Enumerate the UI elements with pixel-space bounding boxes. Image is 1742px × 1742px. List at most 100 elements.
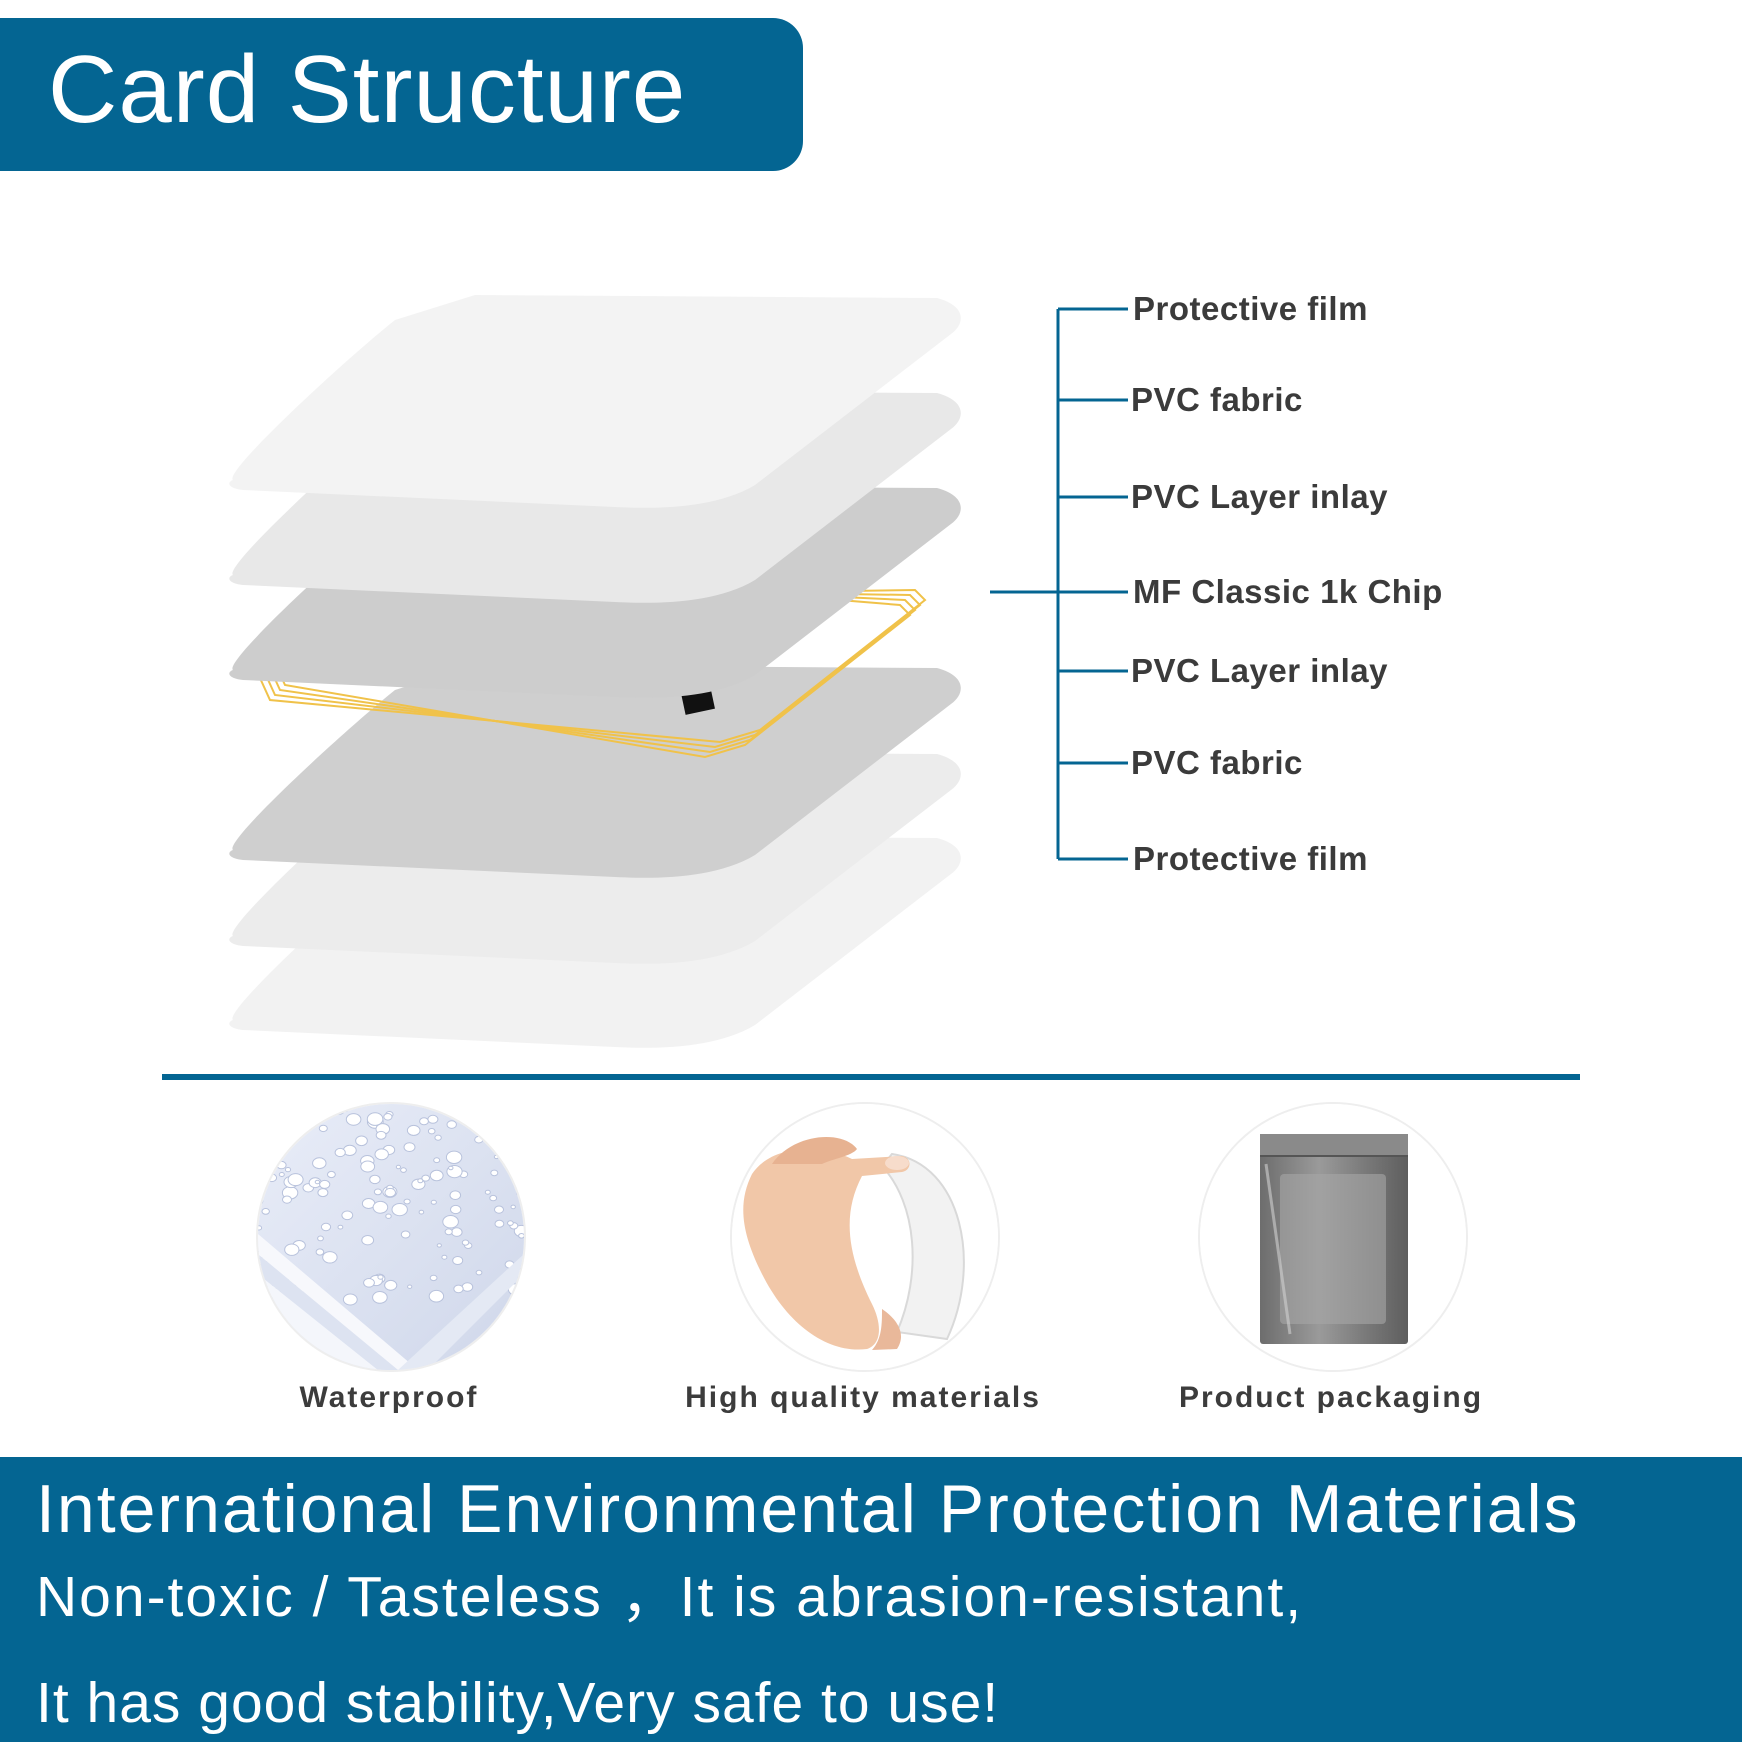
water-droplet (400, 1167, 407, 1173)
water-droplet (450, 1204, 462, 1215)
water-droplet (337, 1224, 344, 1230)
foil-bag-image (1198, 1102, 1468, 1372)
water-droplet (421, 1174, 430, 1182)
header-banner (0, 18, 803, 171)
water-droplet (492, 1121, 503, 1129)
water-droplet (429, 1274, 438, 1282)
water-droplet (258, 1171, 266, 1181)
water-droplet (295, 1104, 310, 1111)
water-droplet (360, 1160, 376, 1173)
water-droplet (266, 1173, 278, 1183)
water-droplet (374, 1148, 389, 1161)
water-droplet (312, 1157, 327, 1170)
water-droplet (318, 1110, 328, 1118)
water-droplet (274, 1104, 286, 1113)
water-droplet (428, 1289, 445, 1303)
water-droplet (377, 1274, 384, 1280)
water-droplet (327, 1170, 336, 1179)
water-droplet (373, 1188, 383, 1196)
water-droplet (391, 1203, 408, 1217)
water-droplet (441, 1254, 448, 1260)
water-droplet (461, 1282, 474, 1292)
water-droplet (427, 1114, 439, 1124)
water-droplet (383, 1113, 393, 1121)
water-droplet (314, 1179, 321, 1185)
water-droplet (372, 1200, 389, 1214)
water-droplet (345, 1113, 362, 1126)
footer-headline: International Environmental Protection M… (36, 1471, 1580, 1547)
water-droplet (282, 1195, 292, 1204)
water-droplet (445, 1150, 463, 1164)
water-droplet (267, 1150, 279, 1160)
water-droplet (318, 1124, 328, 1133)
water-droplet (332, 1104, 346, 1115)
footer-line-3: It has good stability,Very safe to use! (36, 1671, 1000, 1735)
layer-label-pvc-fabric-bottom: PVC fabric (1131, 744, 1303, 781)
layer-stack (229, 295, 961, 1048)
layer-label-protective-film-bottom: Protective film (1133, 840, 1368, 877)
water-droplet (475, 1269, 483, 1276)
water-droplet (419, 1117, 429, 1126)
water-droplet (315, 1248, 325, 1256)
feature-label-waterproof: Waterproof (299, 1381, 479, 1414)
water-droplet (342, 1293, 358, 1306)
water-droplet (494, 1219, 505, 1228)
water-droplet (369, 1174, 381, 1185)
water-droplet (484, 1189, 491, 1195)
water-droplet (291, 1134, 297, 1140)
water-droplet (261, 1208, 270, 1215)
water-droplet (328, 1104, 339, 1109)
layer-label-chip: MF Classic 1k Chip (1133, 573, 1443, 610)
water-droplet (320, 1222, 332, 1232)
layer-protective-film-top (229, 295, 961, 508)
layer-label-protective-film-top: Protective film (1133, 290, 1368, 327)
water-droplet (436, 1243, 442, 1248)
feature-label-high-quality-materials: High quality materials (685, 1381, 1041, 1414)
footer-line-2: Non-toxic / Tasteless ，It is abrasion-re… (36, 1565, 1304, 1629)
water-droplet (259, 1164, 269, 1173)
water-droplet (400, 1230, 411, 1239)
water-droplet (493, 1154, 499, 1160)
water-droplet (507, 1220, 514, 1226)
water-droplet (452, 1256, 464, 1265)
water-droplet (334, 1147, 346, 1158)
water-droplet (429, 1169, 444, 1182)
water-droplet (276, 1160, 287, 1170)
card-layers-diagram (229, 295, 1128, 1048)
water-droplet (489, 1194, 498, 1202)
water-droplet (284, 1167, 292, 1173)
water-droplet (403, 1142, 416, 1152)
feature-label-product-packaging: Product packaging (1178, 1381, 1484, 1414)
water-droplet (490, 1169, 499, 1177)
water-droplet (461, 1239, 470, 1246)
water-droplet (434, 1134, 442, 1141)
water-droplet (275, 1132, 287, 1141)
water-droplet (494, 1205, 504, 1214)
water-droplet (361, 1235, 375, 1246)
water-droplet (395, 1164, 401, 1170)
water-droplet (284, 1243, 300, 1256)
water-droplet (322, 1251, 338, 1264)
water-droplet (430, 1199, 437, 1205)
water-droplet (451, 1227, 463, 1237)
water-droplet (278, 1172, 285, 1177)
water-droplet (418, 1209, 425, 1215)
water-droplet (291, 1129, 301, 1138)
water-droplet (474, 1135, 484, 1144)
water-droplet (448, 1165, 454, 1171)
water-droplet (343, 1107, 349, 1112)
water-droplet (317, 1235, 324, 1242)
water-droplet (406, 1124, 421, 1136)
water-droplet (258, 1197, 264, 1206)
water-droplet (407, 1284, 413, 1289)
water-droplet (355, 1135, 368, 1147)
water-droplet (372, 1291, 388, 1304)
water-droplet (444, 1228, 453, 1236)
water-droplet (317, 1188, 329, 1198)
layer-label-pvc-inlay-bottom: PVC Layer inlay (1131, 652, 1388, 689)
layer-bracket (990, 307, 1128, 861)
water-droplet (366, 1112, 384, 1126)
section-divider (162, 1074, 1580, 1080)
water-droplet (363, 1278, 375, 1288)
page-title: Card Structure (48, 36, 687, 143)
